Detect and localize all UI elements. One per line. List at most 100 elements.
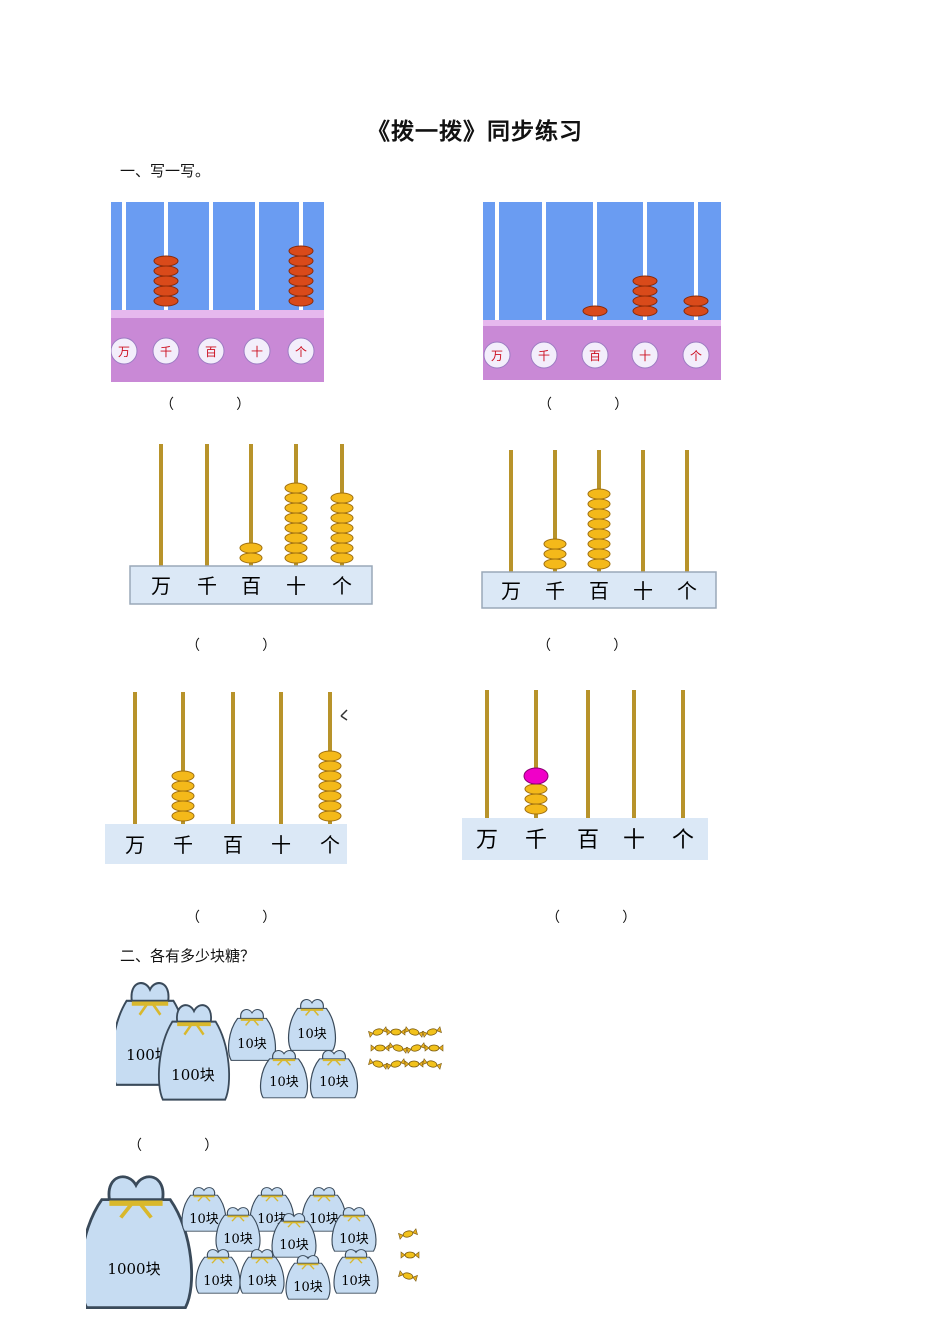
bead-ge[interactable] — [318, 760, 342, 772]
bead-bai[interactable] — [587, 518, 611, 530]
bead-shi[interactable] — [632, 285, 658, 297]
candy-piece — [388, 1042, 408, 1054]
bead-qian[interactable] — [171, 810, 195, 822]
bead-shi[interactable] — [284, 492, 308, 504]
bead-ge[interactable] — [318, 800, 342, 812]
section-2-heading: 二、各有多少块糖？ — [120, 947, 256, 965]
abacus-4-beads — [543, 488, 611, 570]
label-bai: 百 — [589, 579, 609, 603]
abacus-2-labels: 万 千 百 十 个 — [483, 341, 710, 369]
bead-shi[interactable] — [284, 522, 308, 534]
bead-bai[interactable] — [239, 552, 263, 564]
answer-blank-1[interactable]: （ ） — [160, 397, 251, 413]
bag-10-4: 10块 — [309, 1049, 359, 1100]
bead-shi[interactable] — [632, 275, 658, 287]
bead-ge[interactable] — [318, 810, 342, 822]
bead-qian[interactable] — [153, 295, 179, 307]
label-bai: 百 — [223, 833, 243, 857]
bead-ge[interactable] — [288, 285, 314, 297]
bead-shi[interactable] — [632, 305, 658, 317]
bag-10: 10块 — [180, 1186, 228, 1233]
candy-piece — [422, 1026, 442, 1038]
bead-ge[interactable] — [330, 502, 354, 514]
bead-bai[interactable] — [587, 508, 611, 520]
bead-ge[interactable] — [318, 750, 342, 762]
bead-shi[interactable] — [284, 552, 308, 564]
abacus-6: 万 千 百 十 个 — [462, 690, 708, 860]
bead-bai[interactable] — [587, 528, 611, 540]
bead-ge[interactable] — [318, 780, 342, 792]
bead-bai[interactable] — [582, 305, 608, 317]
bead-qian[interactable] — [171, 800, 195, 812]
label-shi: 十 — [633, 579, 653, 603]
abacus-1: 万 千 百 十 个 — [111, 202, 324, 382]
bead-ge[interactable] — [683, 295, 709, 307]
bead-ge[interactable] — [288, 265, 314, 277]
label-shi: 十 — [286, 574, 306, 598]
bead-qian[interactable] — [523, 767, 549, 785]
bead-shi[interactable] — [284, 502, 308, 514]
bead-shi[interactable] — [284, 532, 308, 544]
answer-blank-6[interactable]: （ ） — [546, 910, 637, 926]
candy-piece — [386, 1058, 406, 1070]
bead-qian[interactable] — [171, 770, 195, 782]
bead-qian[interactable] — [153, 275, 179, 287]
label-shi: 十 — [639, 349, 651, 363]
abacus-5: 万 千 百 十 个 — [105, 692, 348, 864]
bead-bai[interactable] — [587, 558, 611, 570]
bead-ge[interactable] — [288, 245, 314, 257]
abacus-4: 万 千 百 十 个 — [481, 450, 717, 609]
bead-bai[interactable] — [587, 498, 611, 510]
bead-ge[interactable] — [330, 512, 354, 524]
svg-text:10块: 10块 — [279, 1238, 309, 1253]
bead-bai[interactable] — [587, 538, 611, 550]
bead-qian[interactable] — [171, 790, 195, 802]
bead-ge[interactable] — [683, 305, 709, 317]
bead-ge[interactable] — [330, 492, 354, 504]
bead-qian[interactable] — [543, 548, 567, 560]
bead-qian[interactable] — [524, 783, 548, 795]
bead-bai[interactable] — [239, 542, 263, 554]
answer-blank-2[interactable]: （ ） — [538, 397, 629, 413]
bead-shi[interactable] — [284, 482, 308, 494]
label-shi: 十 — [271, 833, 291, 857]
answer-blank-3[interactable]: （ ） — [186, 638, 277, 654]
svg-text:10块: 10块 — [297, 1027, 327, 1042]
label-qian: 千 — [545, 579, 565, 603]
bead-bai[interactable] — [587, 548, 611, 560]
label-bai: 百 — [241, 574, 261, 598]
bag-100-1: 100块 — [116, 983, 188, 1085]
bead-shi[interactable] — [632, 295, 658, 307]
answer-blank-4[interactable]: （ ） — [537, 638, 628, 654]
bead-qian[interactable] — [543, 558, 567, 570]
bead-ge[interactable] — [330, 522, 354, 534]
svg-text:1000块: 1000块 — [107, 1260, 160, 1278]
bead-qian[interactable] — [524, 793, 548, 805]
answer-blank-5[interactable]: （ ） — [186, 910, 277, 926]
svg-text:10块: 10块 — [189, 1212, 219, 1227]
bead-shi[interactable] — [284, 512, 308, 524]
bead-shi[interactable] — [284, 542, 308, 554]
bead-qian[interactable] — [524, 803, 548, 815]
bead-qian[interactable] — [153, 285, 179, 297]
loose-candies-2 — [398, 1228, 420, 1282]
bead-ge[interactable] — [288, 295, 314, 307]
bead-bai[interactable] — [587, 488, 611, 500]
bead-qian[interactable] — [153, 265, 179, 277]
bag-10-3: 10块 — [259, 1049, 309, 1100]
arrow-mark — [340, 709, 348, 721]
candy-piece — [424, 1044, 444, 1052]
bead-ge[interactable] — [288, 275, 314, 287]
bead-ge[interactable] — [330, 532, 354, 544]
answer-blank-7[interactable]: （ ） — [128, 1138, 219, 1154]
page-title: 《拨一拨》同步练习 — [367, 118, 583, 145]
bead-qian[interactable] — [153, 255, 179, 267]
bead-ge[interactable] — [318, 790, 342, 802]
bead-ge[interactable] — [330, 552, 354, 564]
bead-qian[interactable] — [543, 538, 567, 550]
bead-ge[interactable] — [288, 255, 314, 267]
bag-10: 10块 — [330, 1206, 378, 1253]
bead-ge[interactable] — [318, 770, 342, 782]
bead-ge[interactable] — [330, 542, 354, 554]
bead-qian[interactable] — [171, 780, 195, 792]
